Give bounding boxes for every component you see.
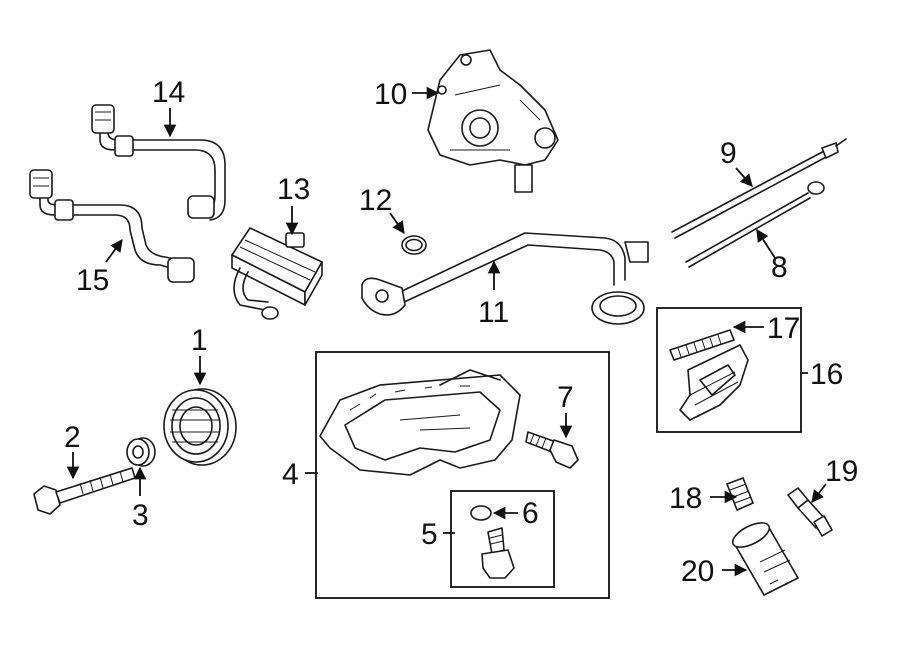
part-16-gasket-set[interactable]: [679, 344, 749, 421]
part-12-gasket[interactable]: [401, 235, 427, 255]
part-20-oil-filter[interactable]: [729, 518, 799, 596]
callout-11: 11: [478, 296, 509, 329]
callout-19: 19: [825, 455, 858, 488]
part-9-dipstick-tube[interactable]: [671, 138, 847, 239]
callout-1: 1: [191, 324, 208, 357]
part-7-plug[interactable]: [525, 431, 579, 469]
callout-2: 2: [64, 421, 81, 454]
callout-labels: 1 2 3 4 5 6 7 8 9 10 11 12 13 14 15 16 1…: [64, 76, 858, 588]
part-14-hose[interactable]: [91, 104, 226, 221]
part-19-sensor[interactable]: [787, 487, 833, 537]
callout-20: 20: [681, 555, 714, 588]
part-2-bolt[interactable]: [33, 467, 136, 515]
callout-18: 18: [669, 482, 702, 515]
callout-14: 14: [152, 76, 185, 109]
part-10-oil-pump[interactable]: [427, 49, 559, 193]
callout-3: 3: [132, 499, 149, 532]
callout-4: 4: [282, 458, 299, 491]
callout-17: 17: [767, 312, 800, 345]
part-4-box: [315, 351, 610, 599]
part-3-washer[interactable]: [126, 437, 156, 467]
callout-6: 6: [522, 497, 539, 530]
part-16-box: [656, 307, 802, 433]
callout-15: 15: [76, 264, 109, 297]
part-13-oil-cooler[interactable]: [231, 227, 323, 320]
part-11-pickup-tube[interactable]: [361, 232, 649, 325]
leader-lines: [66, 86, 827, 577]
part-1-pulley[interactable]: [163, 388, 237, 466]
part-17-gasket-strip[interactable]: [669, 329, 735, 361]
callout-5: 5: [421, 518, 438, 551]
callout-16: 16: [810, 358, 843, 391]
callout-7: 7: [557, 381, 574, 414]
part-8-dipstick[interactable]: [685, 181, 825, 268]
part-5-drain-plug[interactable]: [481, 527, 515, 579]
part-4-oil-pan[interactable]: [319, 369, 521, 476]
part-15-hose[interactable]: [29, 169, 195, 283]
callout-8: 8: [771, 251, 788, 284]
callout-12: 12: [359, 184, 392, 217]
callout-13: 13: [277, 173, 310, 206]
callout-10: 10: [374, 78, 407, 111]
callout-9: 9: [720, 137, 737, 170]
part-5-box: [450, 490, 555, 588]
part-6-drain-gasket[interactable]: [470, 505, 492, 521]
part-18-filter-element[interactable]: [726, 477, 754, 511]
